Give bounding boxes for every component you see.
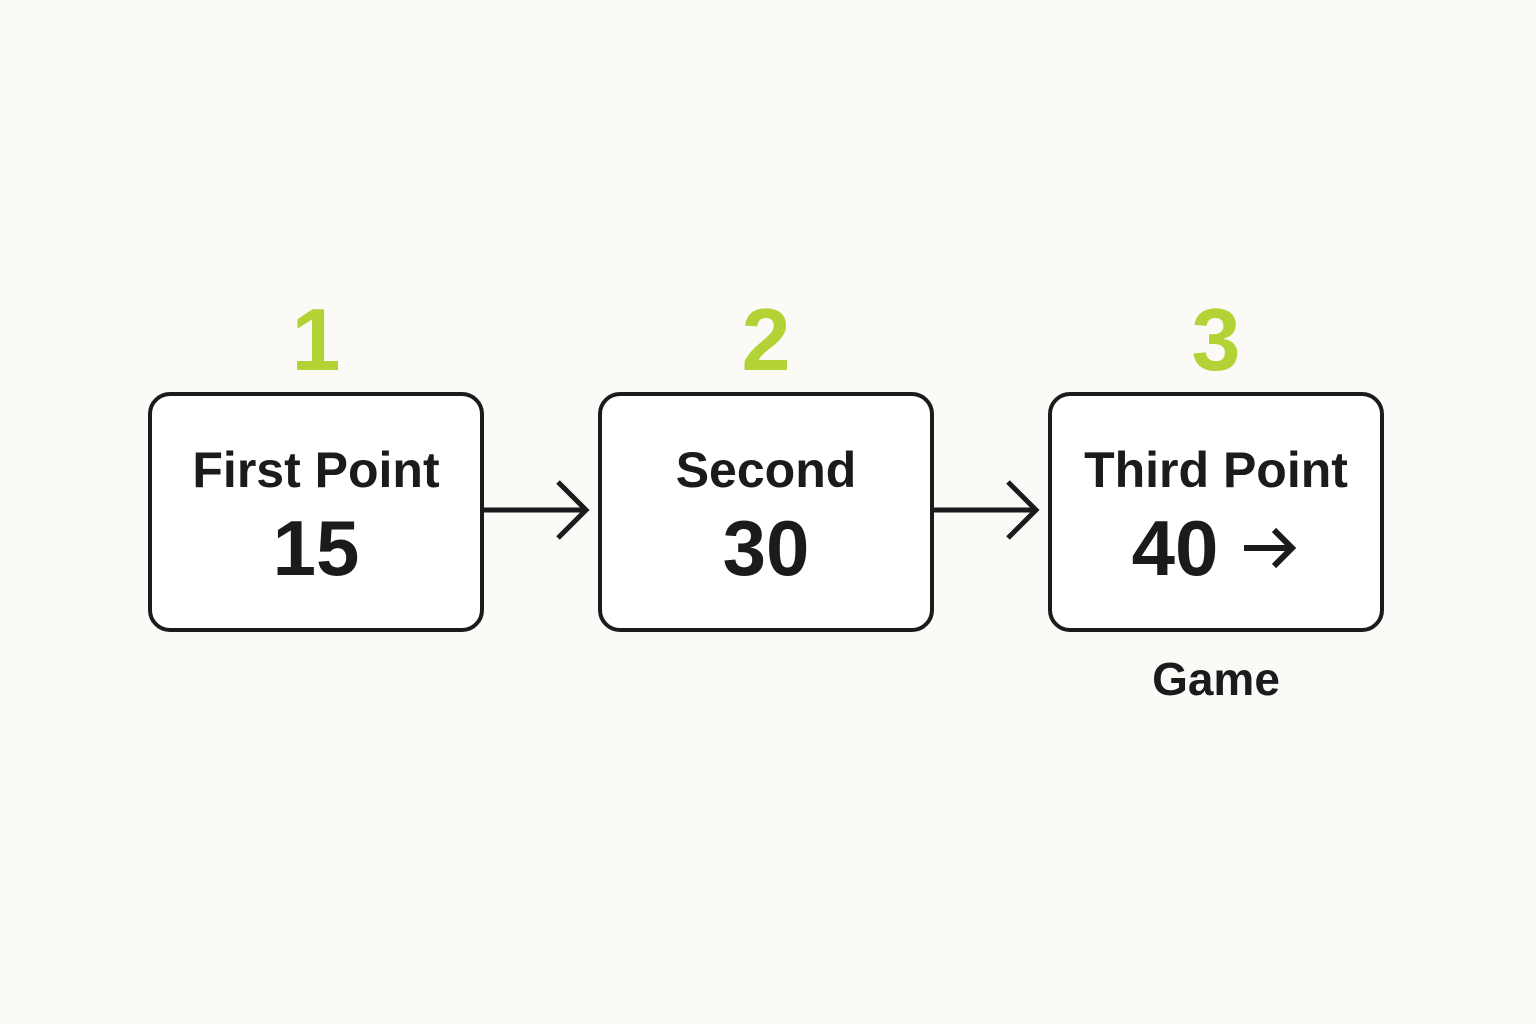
arrow-right-icon bbox=[1244, 528, 1297, 569]
step-3-number: 3 bbox=[1191, 290, 1241, 389]
step-2-value-row: 30 bbox=[722, 503, 810, 592]
step-1-value-row: 15 bbox=[272, 503, 360, 592]
step-1-number: 1 bbox=[291, 290, 341, 389]
step-first-point: 1 First Point 15 bbox=[148, 296, 484, 632]
step-1-title: First Point bbox=[192, 441, 440, 498]
step-1-box: First Point 15 bbox=[148, 392, 484, 632]
step-2-number: 2 bbox=[741, 290, 791, 389]
step-3-title: Third Point bbox=[1084, 441, 1348, 498]
step-3-value: 40 bbox=[1131, 503, 1219, 592]
step-2-box: Second 30 bbox=[598, 392, 934, 632]
step-third-point: 3 Third Point 40 Game bbox=[1048, 296, 1384, 705]
step-2-title: Second bbox=[675, 441, 857, 498]
step-3-value-row: 40 bbox=[1131, 503, 1301, 592]
step-second-point: 2 Second 30 bbox=[598, 296, 934, 632]
step-3-box: Third Point 40 bbox=[1048, 392, 1384, 632]
step-1-value: 15 bbox=[272, 503, 360, 592]
arrow-right-connector bbox=[932, 480, 1040, 540]
arrow-right-connector bbox=[482, 480, 590, 540]
step-3-caption: Game bbox=[1152, 653, 1280, 705]
step-2-value: 30 bbox=[722, 503, 810, 592]
